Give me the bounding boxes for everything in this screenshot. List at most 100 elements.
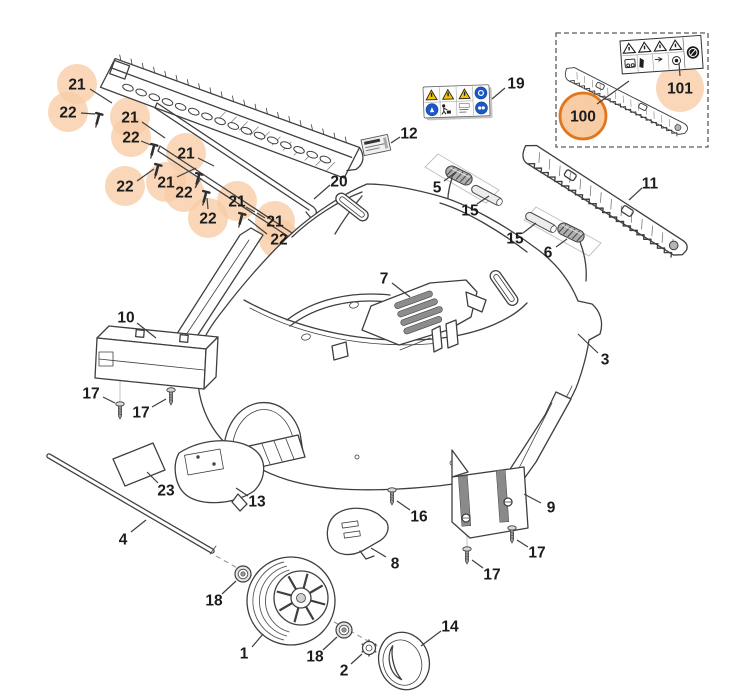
leader-line xyxy=(235,487,249,497)
leader-line xyxy=(102,396,116,404)
callout-label: 17 xyxy=(528,545,545,562)
callout-21[interactable]: 21 xyxy=(177,146,215,167)
callout-label: 11 xyxy=(642,176,659,193)
callout-14[interactable]: 14 xyxy=(420,619,459,647)
callout-22[interactable]: 22 xyxy=(116,168,155,196)
leader-line xyxy=(678,62,681,77)
leader-line xyxy=(628,187,643,201)
callout-15[interactable]: 15 xyxy=(506,222,537,248)
callout-17[interactable]: 17 xyxy=(471,559,501,584)
callout-20[interactable]: 20 xyxy=(313,174,348,200)
callout-21[interactable]: 21 xyxy=(121,110,166,139)
leader-line xyxy=(206,197,209,210)
sealing-strip-20 xyxy=(154,102,318,219)
leader-line xyxy=(476,195,490,205)
callout-22[interactable]: 22 xyxy=(199,197,217,228)
callout-label: 15 xyxy=(461,203,479,220)
callout-7[interactable]: 7 xyxy=(380,271,411,298)
callout-21[interactable]: 21 xyxy=(256,212,284,231)
leader-line xyxy=(596,80,630,105)
machine-screw-icon xyxy=(387,487,397,506)
callout-label: 22 xyxy=(122,130,139,147)
callout-17[interactable]: 17 xyxy=(516,539,546,562)
callout-label: 2 xyxy=(340,663,349,680)
callout-22[interactable]: 22 xyxy=(122,130,152,147)
callout-label: 21 xyxy=(68,77,86,94)
callout-label: 22 xyxy=(270,232,287,249)
callout-22[interactable]: 22 xyxy=(175,177,202,202)
leader-line xyxy=(350,653,363,665)
callout-label: 13 xyxy=(248,494,266,511)
callout-4[interactable]: 4 xyxy=(119,519,147,549)
callout-2[interactable]: 2 xyxy=(340,653,363,680)
callout-21[interactable]: 21 xyxy=(228,194,256,213)
callout-8[interactable]: 8 xyxy=(370,547,400,573)
leader-line xyxy=(256,212,266,219)
flap-13 xyxy=(174,440,265,512)
leader-line xyxy=(516,539,529,548)
callout-22[interactable]: 22 xyxy=(59,105,96,122)
leader-line xyxy=(555,238,568,248)
callout-label: 22 xyxy=(116,179,133,196)
callout-21[interactable]: 21 xyxy=(68,77,113,104)
highlight-circle xyxy=(188,198,228,238)
mandatory-circle-icon xyxy=(425,86,488,116)
callout-12[interactable]: 12 xyxy=(390,126,418,144)
callout-16[interactable]: 16 xyxy=(396,500,428,526)
callout-1[interactable]: 1 xyxy=(240,633,264,663)
warning-sticker-101 xyxy=(619,34,704,75)
leader-line xyxy=(136,168,155,182)
leader-line xyxy=(221,580,237,595)
leader-line xyxy=(396,500,411,511)
callout-11[interactable]: 11 xyxy=(628,176,659,201)
callout-100[interactable]: 100 xyxy=(570,80,630,126)
small-screw-icon xyxy=(91,111,104,130)
highlight-circle xyxy=(656,64,704,112)
machine-screw-icon xyxy=(507,525,517,544)
callout-19[interactable]: 19 xyxy=(491,76,525,100)
tine-chain xyxy=(122,83,332,164)
callout-label: 3 xyxy=(601,352,610,369)
instruction-pictogram-icon xyxy=(458,103,470,113)
callout-13[interactable]: 13 xyxy=(235,487,266,511)
hub-cap-14 xyxy=(377,631,431,691)
callout-label: 21 xyxy=(121,110,139,127)
callout-5[interactable]: 5 xyxy=(433,171,457,197)
leader-line xyxy=(522,222,537,234)
callout-18[interactable]: 18 xyxy=(205,580,237,610)
leader-line xyxy=(491,87,506,100)
label-plate-23 xyxy=(112,442,166,487)
callout-15[interactable]: 15 xyxy=(461,195,490,220)
leader-line xyxy=(313,184,331,200)
callout-label: 12 xyxy=(400,126,417,143)
bearing-18a xyxy=(234,565,252,583)
callout-6[interactable]: 6 xyxy=(544,238,568,262)
callout-9[interactable]: 9 xyxy=(523,493,556,517)
leader-line xyxy=(80,112,96,115)
callout-label: 21 xyxy=(157,175,175,192)
pictogram-icons xyxy=(624,56,681,69)
leader-line xyxy=(420,630,442,647)
bracket-10 xyxy=(94,227,264,390)
leader-line xyxy=(130,519,147,533)
handle-slot-left xyxy=(335,192,369,222)
callout-21[interactable]: 21 xyxy=(157,167,197,192)
callout-17[interactable]: 17 xyxy=(132,398,167,422)
callout-22[interactable]: 22 xyxy=(247,218,288,249)
callout-17[interactable]: 17 xyxy=(82,386,116,404)
highlight-circle xyxy=(105,166,145,206)
callout-101[interactable]: 101 xyxy=(667,62,693,98)
callout-label: 14 xyxy=(441,619,459,636)
callout-10[interactable]: 10 xyxy=(117,310,157,339)
callout-23[interactable]: 23 xyxy=(146,471,175,500)
callout-label: 20 xyxy=(330,174,347,191)
spring-6 xyxy=(555,220,587,282)
spec-sticker-12 xyxy=(360,133,392,157)
callout-label: 6 xyxy=(544,245,553,262)
leader-line xyxy=(140,140,152,146)
callout-3[interactable]: 3 xyxy=(577,333,610,369)
leader-line xyxy=(146,471,159,484)
callout-18[interactable]: 18 xyxy=(306,636,338,666)
lock-nut-2 xyxy=(361,639,377,657)
